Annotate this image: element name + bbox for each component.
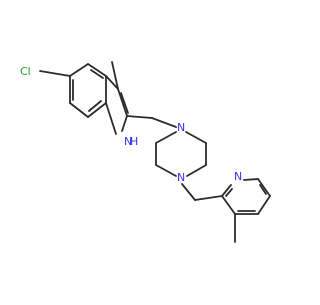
- piperazine-bond: [185, 131, 207, 144]
- piperazine-bond: [155, 131, 177, 144]
- pyrrole-bond: [105, 75, 119, 90]
- pyrrole-bond: [117, 88, 128, 117]
- molecule-diagram: Cl H N N N N: [20, 61, 271, 243]
- benzene-double-bond: [90, 69, 104, 79]
- piperazine-bond: [186, 164, 207, 177]
- benzene-bond: [87, 102, 107, 118]
- pyridine-double-bond: [225, 188, 233, 197]
- chlorine-label: Cl: [20, 65, 31, 78]
- benzene-bond: [87, 63, 107, 77]
- pyridine-bond: [243, 178, 259, 181]
- pyridine-nitrogen-label: N: [234, 170, 242, 183]
- atom-labels: Cl H N N N N: [20, 65, 242, 184]
- pyridine-double-bond: [259, 184, 267, 195]
- linker-bond: [151, 117, 177, 128]
- linker-bond: [126, 115, 153, 119]
- indole-nh-hydrogen-label: H: [130, 135, 138, 148]
- piperazine-top-nitrogen-label: N: [177, 121, 185, 134]
- methyl-bond: [111, 61, 119, 90]
- pyrrole-double-bond: [120, 92, 129, 114]
- structure-canvas: Cl H N N N N: [20, 61, 271, 243]
- chlorine-bond: [39, 70, 71, 77]
- pyridine-bond: [257, 178, 271, 197]
- piperazine-bottom-nitrogen-label: N: [177, 171, 185, 184]
- benzene-bond: [69, 102, 89, 118]
- pyridine-bond: [221, 195, 236, 215]
- linker-bond: [181, 183, 196, 201]
- pyridine-bond: [257, 195, 271, 215]
- benzene-double-bond: [88, 100, 102, 112]
- piperazine-bond: [155, 164, 177, 177]
- bond-group: [39, 61, 271, 243]
- indole-nitrogen-label: N: [124, 135, 132, 148]
- pyridine-bond: [221, 184, 232, 197]
- pyrrole-bond: [105, 102, 117, 135]
- linker-bond: [194, 195, 223, 201]
- benzene-bond: [69, 63, 89, 77]
- pyrrole-bond: [121, 115, 128, 132]
